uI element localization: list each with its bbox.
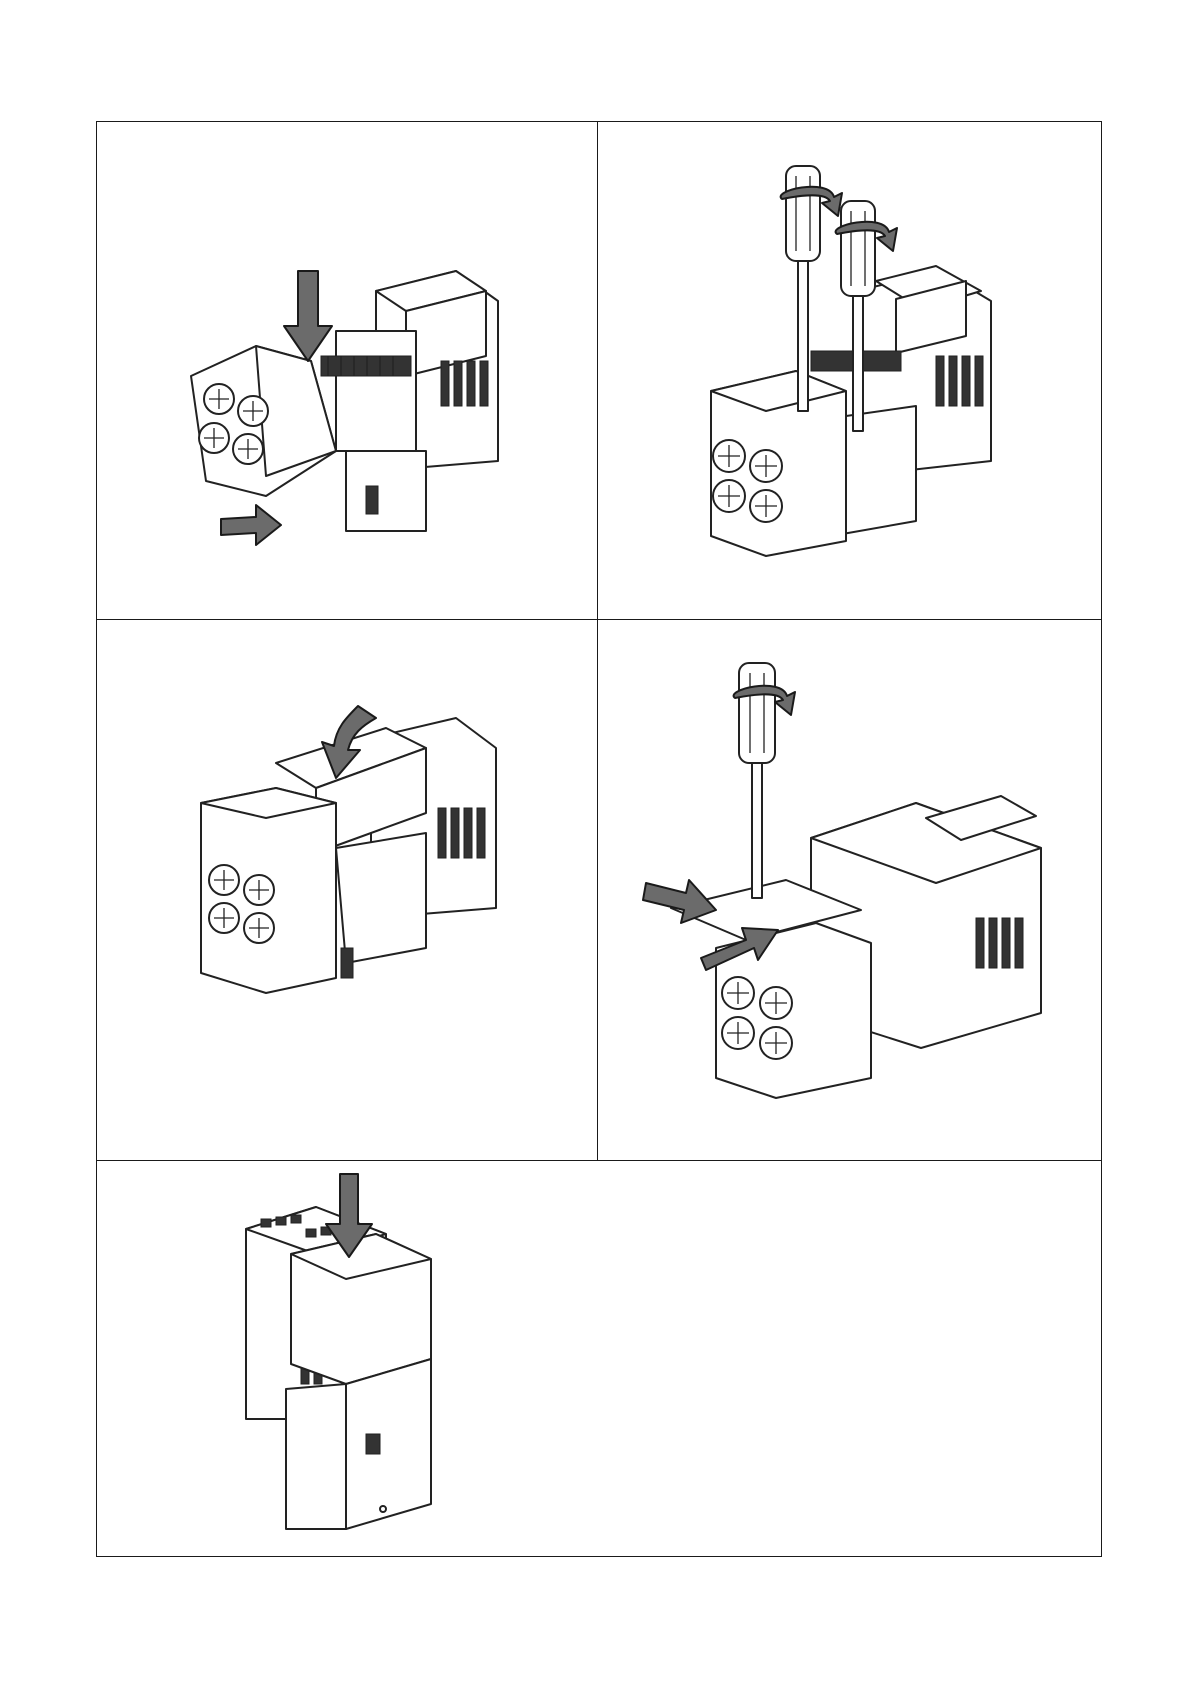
step-2-illustration xyxy=(596,121,1102,618)
step-3-illustration xyxy=(96,618,596,1159)
panel-step-5 xyxy=(96,1159,1102,1557)
conduit-box xyxy=(711,371,846,556)
panel-step-1 xyxy=(96,121,596,618)
drive-unit xyxy=(321,271,498,531)
conduit-box xyxy=(191,346,336,496)
drive-unit-upright xyxy=(246,1207,431,1529)
step-1-illustration xyxy=(96,121,596,618)
conduit-box xyxy=(201,788,336,993)
terminal-block xyxy=(321,356,411,376)
panel-step-4 xyxy=(596,618,1102,1159)
arrow-down xyxy=(284,271,332,361)
screwdriver xyxy=(734,663,795,898)
panel-step-2 xyxy=(596,121,1102,618)
step-4-illustration xyxy=(596,618,1102,1159)
arrow-right xyxy=(221,505,281,545)
step-5-illustration xyxy=(96,1159,1102,1557)
panel-step-3 xyxy=(96,618,596,1159)
